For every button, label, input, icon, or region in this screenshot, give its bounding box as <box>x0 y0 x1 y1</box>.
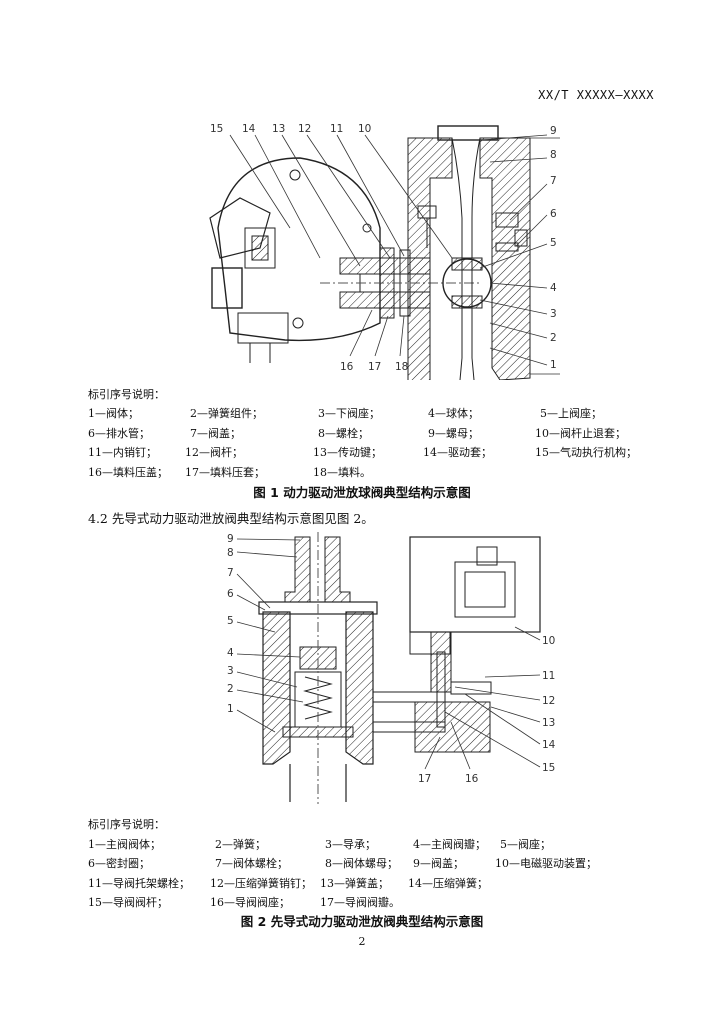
fig1-callout-1: 1 <box>550 359 557 371</box>
fig1-callout-7: 7 <box>550 175 557 187</box>
fig1-callout-11: 11 <box>330 123 343 135</box>
fig2-legend-item: 5—阀座； <box>500 838 551 851</box>
fig1-legend-item: 15—气动执行机构； <box>535 446 637 459</box>
fig1-callout-6: 6 <box>550 208 557 220</box>
fig2-callout-2: 2 <box>227 683 234 695</box>
fig1-callout-5: 5 <box>550 237 557 249</box>
fig2-legend-item: 1—主阀阀体； <box>88 838 161 851</box>
fig1-legend-item: 16—填料压盖； <box>88 466 168 479</box>
fig1-callout-4: 4 <box>550 282 557 294</box>
fig1-legend-item: 11—内销钉； <box>88 446 157 459</box>
fig2-callout-10: 10 <box>542 635 555 647</box>
fig2-legend-item: 13—弹簧盖； <box>320 877 389 890</box>
fig2-legend-item: 10—电磁驱动装置； <box>495 857 597 870</box>
fig2-callout-7: 7 <box>227 567 234 579</box>
fig2-legend-item: 12—压缩弹簧销钉； <box>210 877 312 890</box>
fig2-legend-item: 9—阀盖； <box>413 857 464 870</box>
fig1-legend-item: 18—填料。 <box>313 466 371 479</box>
fig2-callout-16: 16 <box>465 773 479 785</box>
figure2-drawing: 9 8 7 6 5 4 3 2 1 10 11 12 13 14 15 16 1… <box>227 532 556 804</box>
fig2-callout-5: 5 <box>227 615 234 627</box>
fig1-legend-item: 17—填料压套； <box>185 466 265 479</box>
fig1-legend-item: 2—弹簧组件； <box>190 407 263 420</box>
figure1-caption: 图 1 动力驱动泄放球阀典型结构示意图 <box>253 485 471 500</box>
fig1-callout-12: 12 <box>298 123 311 135</box>
fig2-callout-17: 17 <box>418 773 431 785</box>
fig2-legend-item: 4—主阀阀瓣； <box>413 838 486 851</box>
fig2-callout-4: 4 <box>227 647 234 659</box>
fig2-callout-9: 9 <box>227 533 234 545</box>
fig2-legend-item: 3—导承； <box>325 838 376 851</box>
fig1-callout-2: 2 <box>550 332 557 344</box>
fig1-callout-15: 15 <box>210 123 223 135</box>
fig1-callout-14: 14 <box>242 123 256 135</box>
fig2-callout-12: 12 <box>542 695 555 707</box>
fig1-callout-18: 18 <box>395 361 408 373</box>
fig2-legend-item: 16—导阀阀座； <box>210 896 290 909</box>
fig1-legend-item: 7—阀盖； <box>190 427 241 440</box>
fig1-callout-17: 17 <box>368 361 381 373</box>
fig1-legend-title: 标引序号说明： <box>88 388 165 401</box>
fig2-callout-15: 15 <box>542 762 555 774</box>
fig2-callout-6: 6 <box>227 588 234 600</box>
fig1-legend-item: 10—阀杆止退套； <box>535 427 626 440</box>
fig2-callout-3: 3 <box>227 665 234 677</box>
clause-4-2: 4.2 先导式动力驱动泄放阀典型结构示意图见图 2。 <box>88 511 374 526</box>
fig2-legend-item: 14—压缩弹簧； <box>408 877 488 890</box>
fig1-legend-item: 14—驱动套； <box>423 446 492 459</box>
fig2-legend-item: 6—密封圈； <box>88 857 150 870</box>
figure1-drawing: 15 14 13 12 11 10 9 8 7 6 5 4 3 2 1 16 1… <box>209 123 560 380</box>
fig1-legend-item: 3—下阀座； <box>318 407 380 420</box>
fig2-legend-item: 7—阀体螺栓； <box>215 857 288 870</box>
fig2-callout-8: 8 <box>227 547 234 559</box>
fig1-callout-10: 10 <box>358 123 371 135</box>
standard-code: XX/T XXXXX—XXXX <box>538 88 654 102</box>
fig2-legend-item: 15—导阀阀杆； <box>88 896 168 909</box>
fig1-callout-3: 3 <box>550 308 557 320</box>
fig2-legend-item: 11—导阀托架螺栓； <box>88 877 190 890</box>
fig1-legend-item: 1—阀体； <box>88 407 139 420</box>
fig2-callout-1: 1 <box>227 703 234 715</box>
fig1-legend-item: 12—阀杆； <box>185 446 243 459</box>
fig2-callout-11: 11 <box>542 670 555 682</box>
fig2-legend-item: 8—阀体螺母； <box>325 857 398 870</box>
fig1-legend-item: 5—上阀座； <box>540 407 602 420</box>
fig1-legend-item: 4—球体； <box>428 407 479 420</box>
fig1-legend-item: 6—排水管； <box>88 427 150 440</box>
fig1-legend-item: 8—螺栓； <box>318 427 369 440</box>
fig2-callout-14: 14 <box>542 739 556 751</box>
fig2-legend-title: 标引序号说明： <box>88 818 165 831</box>
fig1-callout-13: 13 <box>272 123 285 135</box>
figure2-caption: 图 2 先导式动力驱动泄放阀典型结构示意图 <box>240 914 484 929</box>
fig2-legend-item: 17—导阀阀瓣。 <box>320 896 400 909</box>
fig2-legend-item: 2—弹簧； <box>215 838 266 851</box>
fig2-callout-13: 13 <box>542 717 555 729</box>
page-number: 2 <box>358 935 366 948</box>
fig1-callout-8: 8 <box>550 149 557 161</box>
fig1-callout-16: 16 <box>340 361 354 373</box>
fig1-legend-item: 13—传动键； <box>313 446 382 459</box>
fig1-legend-item: 9—螺母； <box>428 427 479 440</box>
fig1-callout-9: 9 <box>550 125 557 137</box>
